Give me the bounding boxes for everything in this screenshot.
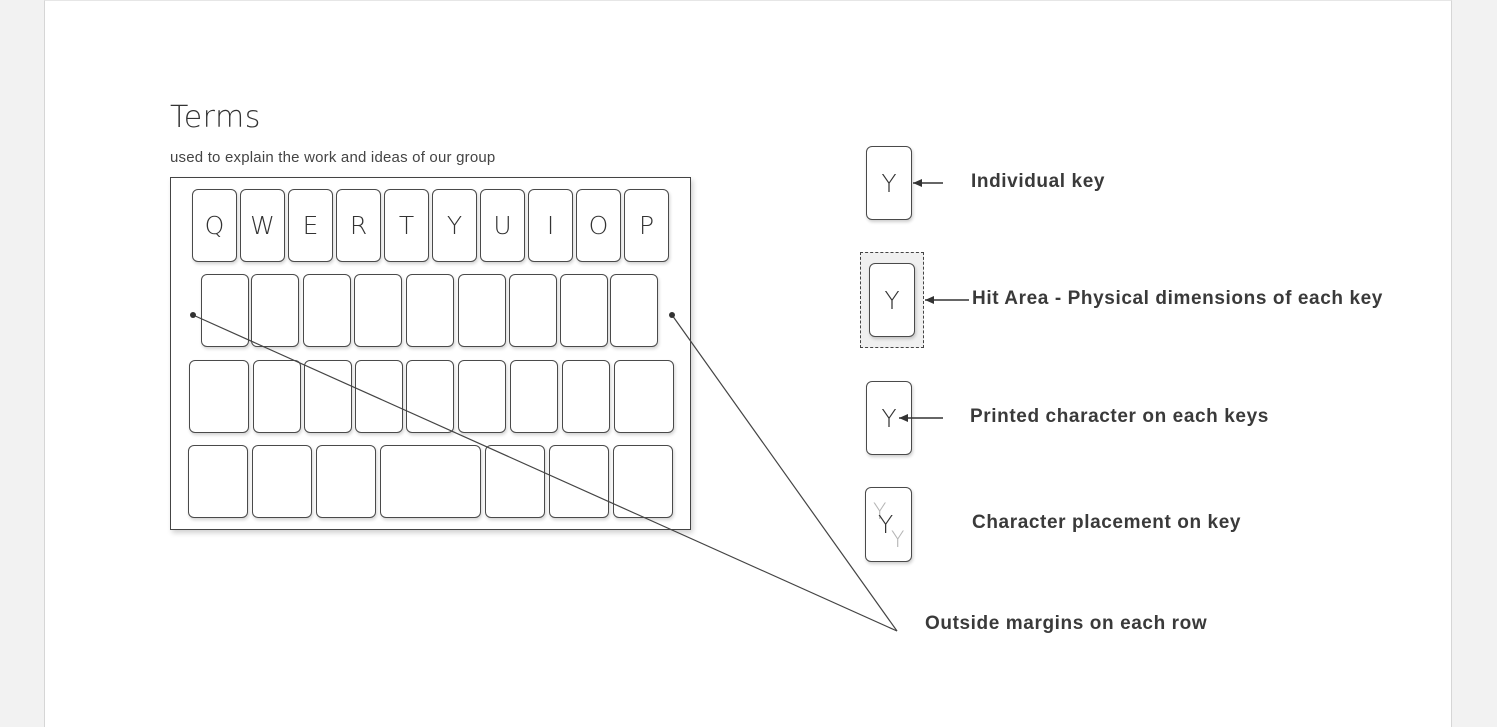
ghost-glyph-lower-right: Y [891, 528, 905, 553]
key-glyph: Y [881, 403, 897, 433]
margin-line-right [671, 314, 898, 632]
page-title: Terms [170, 100, 261, 135]
key-t: T [384, 189, 429, 262]
blank-key [189, 360, 249, 433]
key-glyph: Y [878, 510, 894, 539]
label-hit-area: Hit Area - Physical dimensions of each k… [972, 288, 1383, 309]
legend-placement-key: Y Y Y [865, 487, 912, 562]
blank-key [485, 445, 545, 518]
label-individual-key: Individual key [971, 171, 1106, 192]
page-subtitle: used to explain the work and ideas of ou… [170, 149, 496, 166]
blank-key [458, 274, 506, 347]
label-character-placement: Character placement on key [972, 512, 1242, 533]
blank-key [188, 445, 248, 518]
key-y: Y [432, 189, 477, 262]
margin-line-left [192, 314, 898, 632]
keyboard-diagram: Q W E R T Y U I O P [170, 177, 691, 530]
legend-printed-key: Y [866, 381, 912, 455]
blank-key [251, 274, 299, 347]
blank-key [613, 445, 673, 518]
blank-key [510, 360, 558, 433]
blank-key [614, 360, 674, 433]
margin-dot-right [669, 312, 675, 318]
blank-key [562, 360, 610, 433]
label-outside-margins: Outside margins on each row [925, 613, 1208, 634]
blank-key [458, 360, 506, 433]
blank-key [549, 445, 609, 518]
blank-key [253, 360, 301, 433]
blank-key [509, 274, 557, 347]
key-r: R [336, 189, 381, 262]
blank-key [303, 274, 351, 347]
blank-key [560, 274, 608, 347]
key-glyph: Y [881, 168, 897, 198]
blank-key [406, 360, 454, 433]
blank-key [610, 274, 658, 347]
key-e: E [288, 189, 333, 262]
key-u: U [480, 189, 525, 262]
blank-key [406, 274, 454, 347]
key-q: Q [192, 189, 237, 262]
blank-key [316, 445, 376, 518]
key-p: P [624, 189, 669, 262]
legend-individual-key: Y [866, 146, 912, 220]
key-o: O [576, 189, 621, 262]
key-w: W [240, 189, 285, 262]
ghost-glyph-upper-left: Y [873, 500, 887, 525]
blank-key [201, 274, 249, 347]
blank-key [355, 360, 403, 433]
label-printed-character: Printed character on each keys [970, 406, 1269, 427]
legend-hit-area-key: Y [869, 263, 915, 337]
blank-key [354, 274, 402, 347]
blank-key [304, 360, 352, 433]
key-i: I [528, 189, 573, 262]
margin-dot-left [190, 312, 196, 318]
key-glyph: Y [884, 285, 900, 315]
blank-key [252, 445, 312, 518]
space-key [380, 445, 481, 518]
